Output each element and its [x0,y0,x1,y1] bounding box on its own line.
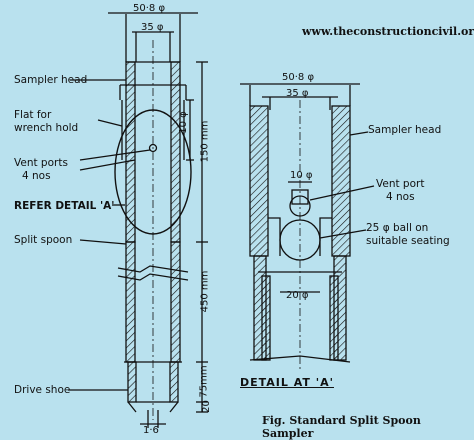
flat-wrench-label-1: Flat for [14,109,52,121]
vent-ports-label-1: Vent ports [14,157,68,169]
detail-ball-label-1: 25 φ ball on [366,222,429,234]
flat-wrench-label-2: wrench hold [14,122,79,134]
refer-detail-label: REFER DETAIL 'A' [14,200,115,212]
inner-diameter-dim: 35 φ [141,22,164,33]
detail-inner-diameter-dim: 35 φ [286,88,309,99]
detail-vent-dia-dim: 10 φ [290,170,313,181]
detail-seat-dia-dim: 20 φ [286,290,309,301]
figure-caption: Fig. Standard Split Spoon Sampler [262,414,421,440]
sampler-elevation [68,12,208,428]
vent-ports-label-2: 4 nos [22,170,51,182]
detail-outer-diameter-dim: 50·8 φ [282,72,315,83]
flat-dia-dim: 10 φ [177,111,189,134]
drive-shoe-label: Drive shoe [14,384,71,396]
shoe-length-dim: 75mm [198,365,210,398]
tip-thickness-dim: 1·6 [143,425,159,436]
detail-sampler-head-label: Sampler head [368,124,442,136]
detail-a-section [240,83,375,370]
website-url: www.theconstructioncivil.org [302,25,474,38]
outer-diameter-dim: 50·8 φ [133,3,166,14]
detail-vent-port-label-2: 4 nos [386,191,415,203]
detail-a-title: DETAIL AT 'A' [240,376,334,389]
split-spoon-label: Split spoon [14,234,73,246]
sampler-head-label: Sampler head [14,74,88,86]
detail-vent-port-label-1: Vent port [376,178,425,190]
detail-ball-label-2: suitable seating [366,235,450,247]
tip-length-dim: 20 [200,400,212,413]
head-length-dim: 150 mm [199,120,211,163]
spoon-length-dim: 450 mm [199,270,211,313]
